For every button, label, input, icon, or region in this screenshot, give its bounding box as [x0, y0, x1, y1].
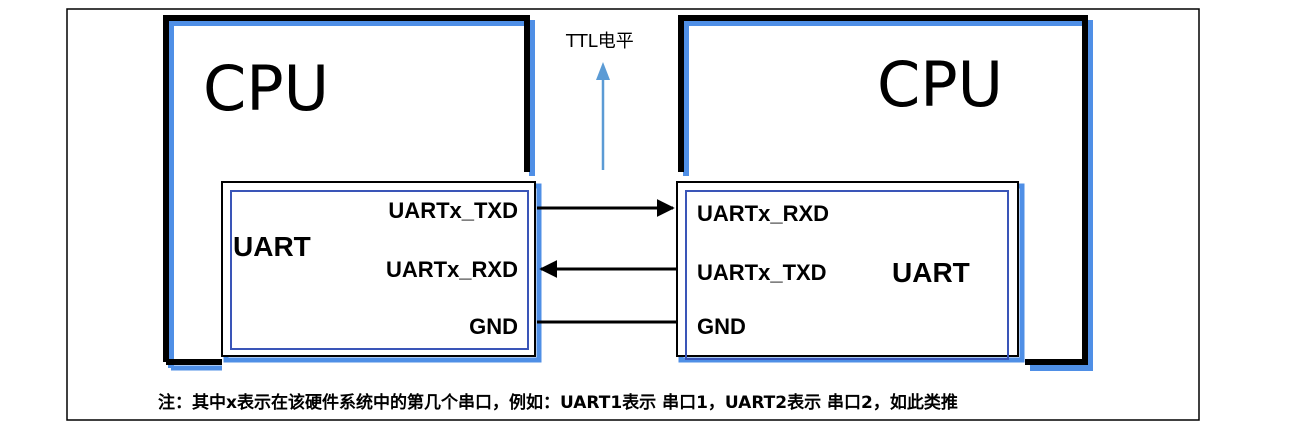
left-uart-block: UART UARTx_TXD UARTx_RXD GND: [221, 181, 542, 363]
right-uart-label: UART: [892, 257, 970, 288]
left-pin-rxd: UARTx_RXD: [386, 257, 518, 282]
ttl-level-label: TTL电平: [565, 31, 634, 52]
left-pin-gnd: GND: [469, 314, 518, 339]
right-pin-rxd: UARTx_RXD: [697, 201, 829, 226]
right-cpu-block: CPU: [678, 15, 1093, 371]
left-cpu-block: CPU: [163, 15, 535, 371]
left-uart-label: UART: [233, 231, 311, 262]
left-pin-txd: UARTx_TXD: [388, 198, 518, 223]
right-pin-txd: UARTx_TXD: [697, 260, 827, 285]
footnote: 注：其中x表示在该硬件系统中的第几个串口，例如：UART1表示 串口1，UART…: [158, 392, 958, 413]
right-uart-block: UARTx_RXD UARTx_TXD GND UART: [676, 181, 1025, 363]
outer-frame: [66, 8, 1200, 421]
right-cpu-label: CPU: [877, 48, 1003, 121]
right-pin-gnd: GND: [697, 314, 746, 339]
ttl-level-indicator: TTL电平: [565, 31, 634, 170]
left-cpu-label: CPU: [203, 52, 329, 125]
